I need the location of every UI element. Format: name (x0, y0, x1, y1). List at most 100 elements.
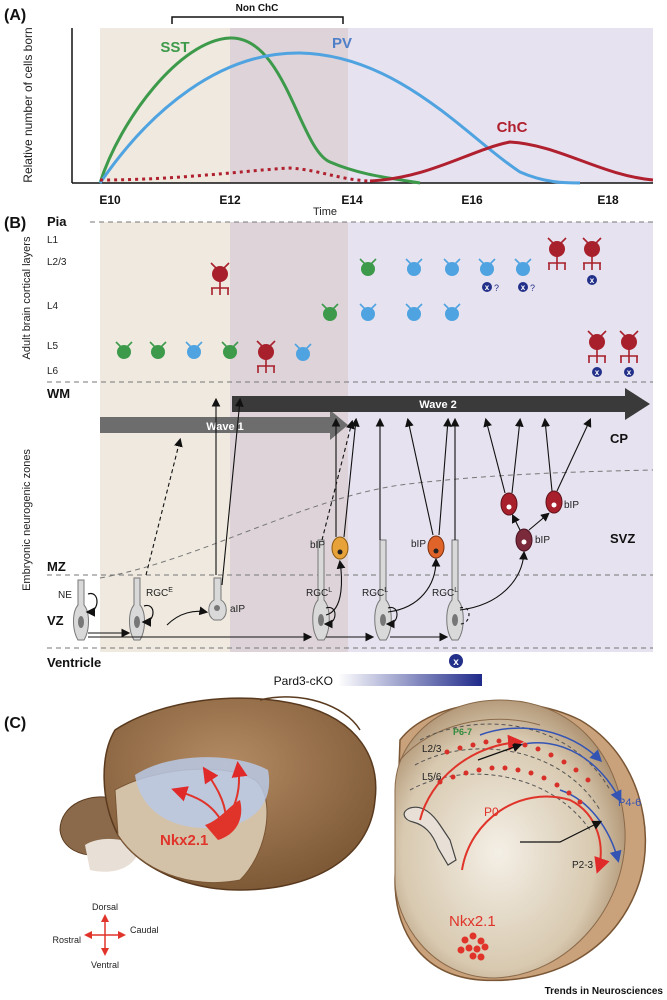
p67-label: P6-7 (453, 727, 472, 737)
tick-e14: E14 (341, 193, 363, 207)
mouse-brain (59, 696, 377, 891)
pv-label: PV (332, 35, 352, 52)
uncertain-mark: ? (494, 283, 499, 293)
bip-nucleus (337, 549, 343, 555)
layer-l56-label: L5/6 (422, 772, 442, 783)
adult-layers-label: Adult brain cortical layers (21, 236, 33, 359)
layer-l23-label: L2/3 (422, 744, 442, 755)
p23-label: P2-3 (572, 860, 594, 871)
rgc-e-label: RGCE (146, 587, 173, 599)
knockout-mark: x (592, 367, 602, 377)
bip-label: bIP (310, 540, 325, 551)
bip-cell (427, 535, 445, 559)
late-shade-b (348, 222, 653, 652)
bip-label: bIP (564, 500, 579, 511)
dorsal-label: Dorsal (92, 902, 118, 912)
tick-e12: E12 (219, 193, 241, 207)
journal-footer: Trends in Neurosciences (545, 986, 664, 997)
svz-label: SVZ (610, 531, 635, 546)
layer-l1: L1 (47, 235, 59, 246)
knockout-mark: x (624, 367, 634, 377)
ne-label: NE (58, 590, 72, 601)
bip-cell (500, 492, 518, 516)
chc-curve (369, 140, 654, 183)
self-renew-arrow (85, 593, 98, 617)
layer-l5: L5 (47, 341, 59, 352)
bip-nucleus (506, 504, 512, 510)
knockout-mark: x (482, 282, 492, 292)
tick-e18: E18 (597, 193, 619, 207)
svg-text:x: x (453, 657, 459, 668)
embryonic-zones-label: Embryonic neurogenic zones (21, 449, 33, 591)
mid-shade-b (230, 222, 348, 652)
bip-nucleus (551, 502, 557, 508)
mz-label: MZ (47, 559, 66, 574)
ventricle-label: Ventricle (47, 655, 101, 670)
vz-label: VZ (47, 613, 64, 628)
chc-cluster (457, 932, 489, 961)
cortical-chc-row (444, 738, 591, 783)
pard3-cko-gradient (338, 674, 482, 686)
layer-l4: L4 (47, 301, 59, 312)
nkx21-section-label: Nkx2.1 (449, 913, 496, 930)
rostral-label: Rostral (52, 935, 81, 945)
bip-label: bIP (535, 535, 550, 546)
knockout-mark: x (449, 654, 463, 668)
caudal-label: Caudal (130, 925, 159, 935)
panel-c-label: (C) (4, 715, 26, 732)
svg-text:x: x (485, 283, 490, 292)
rgc-l-cell (374, 539, 392, 641)
svg-text:x: x (590, 276, 595, 285)
tick-e16: E16 (461, 193, 483, 207)
rgc-l-cell (446, 539, 464, 641)
sst-label: SST (160, 39, 189, 56)
svg-text:x: x (595, 368, 600, 377)
rgc-l-cell (312, 539, 330, 641)
pia-label: Pia (47, 214, 67, 229)
early-shade-a (100, 28, 230, 183)
nkx21-label: Nkx2.1 (160, 832, 208, 849)
knockout-mark: x (587, 275, 597, 285)
knockout-mark: x (518, 282, 528, 292)
brain-section (394, 699, 647, 982)
rgc-l-label: RGCL (306, 587, 332, 599)
tick-e10: E10 (99, 193, 121, 207)
uncertain-mark: ? (530, 283, 535, 293)
layer-l23: L2/3 (47, 257, 67, 268)
panel-b-label: (B) (4, 215, 26, 232)
ventral-label: Ventral (91, 960, 119, 970)
x-axis-label: Time (313, 206, 337, 218)
wave-1-arrow (100, 410, 348, 440)
y-axis-label: Relative number of cells born (21, 27, 35, 182)
wm-label: WM (47, 386, 70, 401)
wave-2-arrow (232, 388, 650, 420)
orientation-compass (84, 914, 126, 956)
bip-nucleus (433, 548, 439, 554)
bip-cell (331, 536, 349, 560)
svz-boundary (99, 469, 654, 579)
cp-label: CP (610, 431, 628, 446)
non-chc-label: Non ChC (236, 3, 279, 14)
rgc-l-label: RGCL (432, 587, 458, 599)
bip-nucleus (521, 539, 527, 545)
sst-curve (98, 36, 421, 185)
bip-cell (545, 490, 563, 514)
migration-arrows (88, 397, 592, 642)
late-shade-a (348, 28, 653, 183)
svg-text:x: x (521, 283, 526, 292)
p0-label: P0 (484, 805, 499, 819)
ne-cell (73, 579, 89, 641)
self-renew-arrow (141, 604, 154, 627)
mid-shade-a (230, 28, 348, 183)
layer-l6: L6 (47, 366, 59, 377)
wave-2-label: Wave 2 (419, 399, 457, 411)
pard3-cko-label: Pard3-cKO (274, 674, 333, 688)
panel-a-label: (A) (4, 7, 26, 24)
pv-curve (98, 51, 581, 185)
rgc-l-label: RGCL (362, 587, 388, 599)
early-shade-b (100, 222, 230, 652)
non-chc-bracket (171, 16, 344, 24)
rgc-e-cell (129, 577, 145, 641)
chc-label: ChC (497, 119, 528, 136)
